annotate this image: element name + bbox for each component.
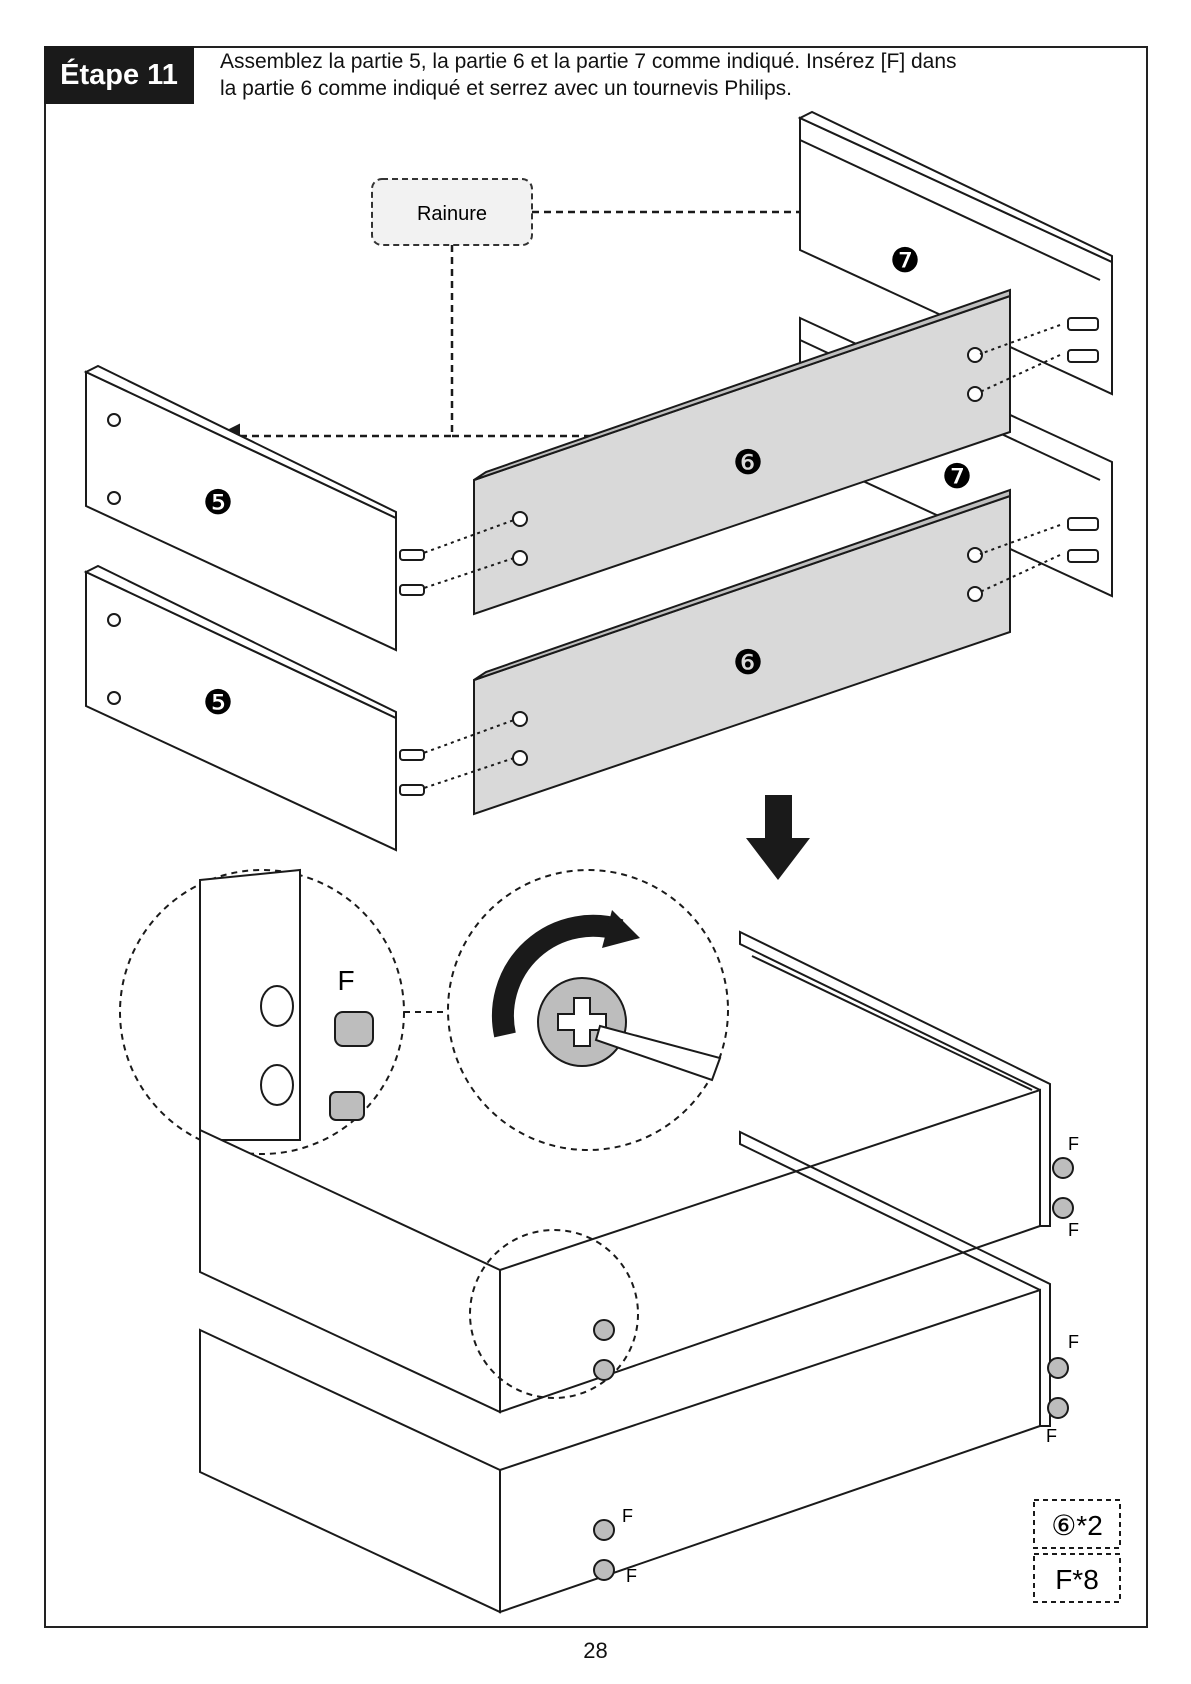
down-arrow-icon — [746, 795, 810, 880]
part-5-label-upper: ❺ — [203, 484, 233, 522]
cam-lock-icon — [330, 1092, 364, 1120]
detail-cam-insertion: F — [120, 870, 404, 1154]
quantity-fastener: F*8 — [1034, 1554, 1120, 1602]
part-5-label-lower: ❺ — [203, 684, 233, 722]
groove-label: Rainure — [417, 203, 487, 225]
part-6-label-upper: ❻ — [733, 444, 763, 482]
fastener-label-b: F — [1068, 1220, 1079, 1240]
fastener-label-c: F — [1068, 1332, 1079, 1352]
quantity-fastener-text: F*8 — [1055, 1564, 1099, 1595]
part-7-label-lower: ❼ — [942, 458, 972, 496]
quantity-part-6: ⑥*2 — [1034, 1500, 1120, 1548]
detail-screwdriver — [448, 870, 728, 1150]
part-7-label-upper: ❼ — [890, 242, 920, 280]
quantity-part-6-text: ⑥*2 — [1051, 1510, 1103, 1541]
part-6-label-lower: ❻ — [733, 644, 763, 682]
page-number: 28 — [0, 1638, 1191, 1664]
fastener-label-detail: F — [337, 965, 354, 996]
fastener-label-f: F — [626, 1566, 637, 1586]
fastener-label-e: F — [622, 1506, 633, 1526]
fastener-label-a: F — [1068, 1134, 1079, 1154]
groove-pointer-left — [220, 245, 452, 436]
fastener-label-d: F — [1046, 1426, 1057, 1446]
cam-lock-icon — [335, 1012, 373, 1046]
